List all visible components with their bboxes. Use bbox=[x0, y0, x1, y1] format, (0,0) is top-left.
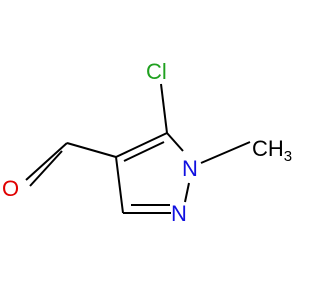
bond-n1-c5 bbox=[166, 132, 184, 152]
bond-cho-o bbox=[25, 142, 68, 181]
nitrogen-1-label: N bbox=[182, 156, 198, 181]
bond-cho-o-inner bbox=[29, 150, 63, 187]
structure-drawing: Cl N N O CH3 bbox=[2, 59, 292, 226]
bond-c5-c4-inner bbox=[123, 141, 165, 162]
bond-n1-methyl bbox=[200, 141, 251, 164]
methyl-ch-text: CH bbox=[252, 136, 284, 161]
chlorine-label: Cl bbox=[146, 59, 167, 84]
methyl-label: CH3 bbox=[252, 136, 292, 165]
bond-c4-cho bbox=[66, 142, 117, 158]
oxygen-label: O bbox=[2, 176, 19, 201]
bond-c4-c3 bbox=[115, 156, 124, 214]
molecule-canvas: Cl N N O CH3 bbox=[2, 59, 293, 226]
methyl-subscript: 3 bbox=[284, 148, 292, 165]
bond-n2-n1 bbox=[184, 182, 190, 203]
nitrogen-2-label: N bbox=[171, 201, 187, 226]
bond-c5-c4 bbox=[115, 132, 168, 158]
bond-c5-cl bbox=[160, 83, 168, 134]
